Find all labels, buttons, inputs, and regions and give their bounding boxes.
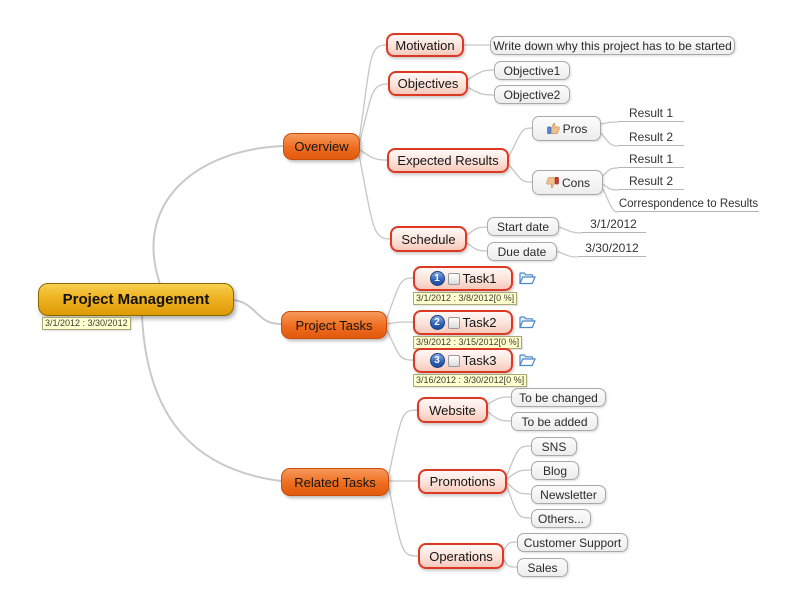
topic-due-date[interactable]: Due date: [487, 242, 557, 261]
task2-folder-icon[interactable]: [518, 314, 536, 330]
topic-task1[interactable]: 1 Task1: [413, 266, 513, 291]
topic-cons[interactable]: Cons: [532, 170, 603, 195]
task1-label: Task1: [462, 271, 497, 286]
task2-label: Task2: [462, 315, 497, 330]
topic-operations[interactable]: Operations: [418, 543, 504, 569]
topic-start-date-value[interactable]: 3/1/2012: [581, 217, 646, 233]
task3-checkbox[interactable]: [447, 354, 460, 367]
cons-label: Cons: [561, 175, 590, 190]
topic-promotions[interactable]: Promotions: [418, 469, 507, 494]
topic-objective1[interactable]: Objective1: [494, 61, 570, 80]
topic-due-date-value[interactable]: 3/30/2012: [578, 241, 646, 257]
topic-objectives[interactable]: Objectives: [388, 71, 468, 96]
topic-start-date[interactable]: Start date: [487, 217, 559, 236]
task1-folder-icon[interactable]: [518, 270, 536, 286]
task2-checkbox[interactable]: [447, 316, 460, 329]
topic-to-be-changed[interactable]: To be changed: [511, 388, 606, 407]
topic-task3[interactable]: 3 Task3: [413, 348, 513, 373]
topic-motivation[interactable]: Motivation: [386, 33, 464, 57]
thumbs-down-icon[interactable]: [545, 175, 560, 190]
topic-pros-result1[interactable]: Result 1: [618, 106, 684, 122]
topic-cons-result1[interactable]: Result 1: [618, 152, 684, 168]
thumbs-up-icon[interactable]: [546, 121, 561, 136]
topic-customer-support[interactable]: Customer Support: [517, 533, 628, 552]
priority-2-icon[interactable]: 2: [429, 315, 445, 330]
topic-expected-results[interactable]: Expected Results: [387, 148, 509, 173]
topic-objective2[interactable]: Objective2: [494, 85, 570, 104]
topic-schedule[interactable]: Schedule: [390, 226, 467, 252]
topic-correspondence-to-results[interactable]: Correspondence to Results: [618, 198, 759, 212]
topic-pros-result2[interactable]: Result 2: [618, 130, 684, 146]
pros-label: Pros: [562, 121, 588, 136]
topic-project-tasks[interactable]: Project Tasks: [281, 311, 387, 339]
priority-3-icon[interactable]: 3: [429, 353, 445, 368]
task3-folder-icon[interactable]: [518, 352, 536, 368]
topic-to-be-added[interactable]: To be added: [511, 412, 598, 431]
topic-others[interactable]: Others...: [531, 509, 591, 528]
root-date-range-label: 3/1/2012 : 3/30/2012: [42, 317, 131, 330]
topic-pros[interactable]: Pros: [532, 116, 601, 141]
root-topic-project-management[interactable]: Project Management: [38, 283, 234, 316]
topic-sales[interactable]: Sales: [517, 558, 568, 577]
topic-overview[interactable]: Overview: [283, 133, 360, 160]
topic-cons-result2[interactable]: Result 2: [618, 174, 684, 190]
topic-sns[interactable]: SNS: [531, 437, 577, 456]
topic-blog[interactable]: Blog: [531, 461, 579, 480]
task3-dates-label: 3/16/2012 : 3/30/2012[0 %]: [413, 374, 528, 387]
topic-website[interactable]: Website: [417, 397, 488, 423]
topic-task2[interactable]: 2 Task2: [413, 310, 513, 335]
task3-label: Task3: [462, 353, 497, 368]
priority-1-icon[interactable]: 1: [429, 271, 445, 286]
topic-motivation-note[interactable]: Write down why this project has to be st…: [490, 36, 735, 55]
task1-dates-label: 3/1/2012 : 3/8/2012[0 %]: [413, 292, 518, 305]
task1-checkbox[interactable]: [447, 272, 460, 285]
topic-related-tasks[interactable]: Related Tasks: [281, 468, 389, 496]
topic-newsletter[interactable]: Newsletter: [531, 485, 606, 504]
